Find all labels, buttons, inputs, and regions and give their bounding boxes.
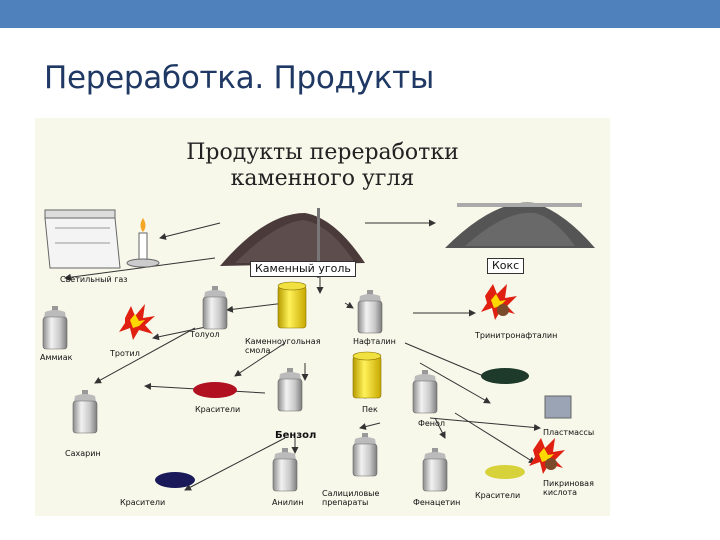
label-ammonia: Аммиак (40, 353, 73, 362)
label-phenacetin: Фенацетин (413, 498, 461, 507)
label-plastics: Пластмассы (543, 428, 595, 437)
label-phenol: Фенол (418, 419, 446, 428)
label-trinitronaphthalene: Тринитронафталин (475, 331, 558, 340)
top-accent-bar (0, 0, 720, 28)
figure-title-line1: Продукты переработки (186, 140, 459, 165)
label-naphthalene: Нафталин (353, 337, 396, 346)
label-dyes-left: Красители (195, 405, 241, 414)
label-coal-tar: Каменноугольная смола (245, 337, 321, 355)
diagram-graphics (42, 202, 595, 492)
label-benzene: Бензол (275, 430, 317, 441)
slide-title: Переработка. Продукты (44, 60, 435, 96)
coal-products-diagram: Продукты переработки каменного угля Каме… (35, 118, 610, 516)
label-picric-acid: Пикриновая кислота (543, 479, 594, 497)
label-salicylic: Салициловые препараты (322, 489, 380, 507)
label-dyes-right: Красители (475, 491, 521, 500)
label-aniline: Анилин (272, 498, 304, 507)
figure-title-line2: каменного угля (230, 166, 415, 191)
label-coke: Кокс (487, 258, 525, 275)
label-trotyl: Тротил (110, 349, 140, 358)
label-dyes-bottom: Красители (120, 498, 166, 507)
label-pitch: Пек (362, 405, 378, 414)
label-sugar: Сахарин (65, 449, 101, 458)
label-toluene: Толуол (190, 330, 220, 339)
stove-icon (44, 209, 121, 269)
label-lighting-gas: Светильный газ (60, 275, 128, 284)
label-coal: Каменный уголь (250, 261, 356, 278)
candle-icon (126, 218, 160, 268)
